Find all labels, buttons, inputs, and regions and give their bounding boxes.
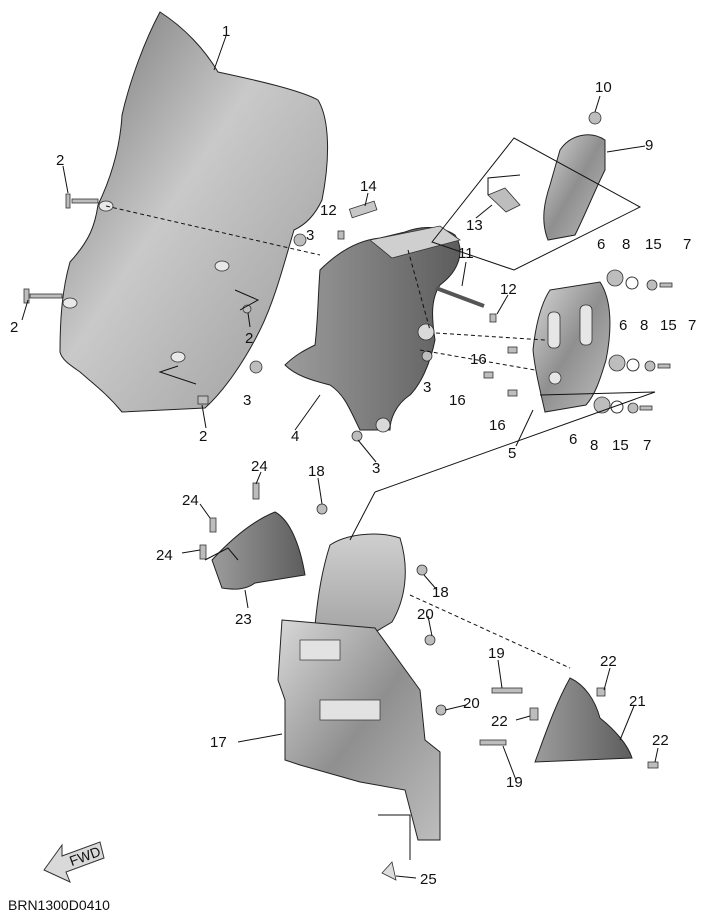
bracket-part-23 bbox=[211, 511, 306, 590]
callout-6: 6 bbox=[597, 236, 605, 253]
callout-16: 16 bbox=[489, 417, 506, 434]
callout-21: 21 bbox=[629, 693, 646, 710]
callout-8: 8 bbox=[590, 437, 598, 454]
callout-23: 23 bbox=[235, 611, 252, 628]
callout-13: 13 bbox=[466, 217, 483, 234]
callout-2: 2 bbox=[56, 152, 64, 169]
callout-17: 17 bbox=[210, 734, 227, 751]
stay-part-17 bbox=[277, 619, 441, 841]
callout-4: 4 bbox=[291, 428, 299, 445]
callout-3: 3 bbox=[243, 392, 251, 409]
callout-6: 6 bbox=[619, 317, 627, 334]
callout-8: 8 bbox=[622, 236, 630, 253]
plate-part-5 bbox=[532, 281, 611, 413]
grommet-3-upper bbox=[293, 233, 307, 247]
grommet-3-bottom bbox=[351, 430, 363, 442]
callout-9: 9 bbox=[645, 137, 653, 154]
callout-19: 19 bbox=[506, 774, 523, 791]
shaft-part-11 bbox=[435, 286, 485, 308]
callout-6: 6 bbox=[569, 431, 577, 448]
callout-15: 15 bbox=[660, 317, 677, 334]
screw-2-left bbox=[23, 288, 63, 304]
callout-18: 18 bbox=[308, 463, 325, 480]
washer-set-row-3 bbox=[593, 396, 653, 414]
collar-part-14 bbox=[348, 200, 378, 219]
callout-24: 24 bbox=[251, 458, 268, 475]
washer-set-row-1 bbox=[606, 269, 673, 291]
clip-part-12-right bbox=[489, 313, 497, 323]
callout-20: 20 bbox=[417, 606, 434, 623]
clip-part-25 bbox=[381, 861, 397, 881]
callout-16: 16 bbox=[449, 392, 466, 409]
callout-19: 19 bbox=[488, 645, 505, 662]
callout-15: 15 bbox=[645, 236, 662, 253]
callout-7: 7 bbox=[688, 317, 696, 334]
bracket-part-21 bbox=[529, 677, 659, 769]
screw-2-upper-left bbox=[65, 193, 99, 209]
callout-labels: 1 2 2 2 2 3 3 3 3 4 5 6 6 6 7 7 7 8 8 8 … bbox=[10, 23, 696, 888]
callout-7: 7 bbox=[643, 437, 651, 454]
callout-1: 1 bbox=[222, 23, 230, 40]
screw-2-bottom bbox=[197, 395, 209, 405]
grommet-3-right bbox=[421, 350, 433, 362]
callout-24: 24 bbox=[182, 492, 199, 509]
diagram-code: BRN1300D0410 bbox=[8, 897, 110, 913]
clip-part-12-upper bbox=[337, 230, 345, 240]
inner-cover-part-4 bbox=[284, 225, 461, 433]
callout-16: 16 bbox=[470, 351, 487, 368]
link-part-13 bbox=[487, 187, 521, 213]
meter-bracket-part-18 bbox=[314, 503, 428, 641]
callout-22: 22 bbox=[652, 732, 669, 749]
callout-2: 2 bbox=[245, 330, 253, 347]
callout-25: 25 bbox=[420, 871, 437, 888]
callout-12: 12 bbox=[320, 202, 337, 219]
callout-14: 14 bbox=[360, 178, 377, 195]
fwd-arrow-icon: FWD bbox=[43, 841, 105, 883]
screws-part-24 bbox=[199, 482, 260, 560]
callout-5: 5 bbox=[508, 445, 516, 462]
callout-3: 3 bbox=[372, 460, 380, 477]
washer-set-row-2 bbox=[608, 354, 671, 372]
callout-22: 22 bbox=[600, 653, 617, 670]
callout-12: 12 bbox=[500, 281, 517, 298]
leader-lines bbox=[21, 35, 659, 879]
callout-3: 3 bbox=[306, 227, 314, 244]
bracket-part-9 bbox=[543, 111, 606, 241]
callout-11: 11 bbox=[458, 245, 474, 262]
callout-24: 24 bbox=[156, 547, 173, 564]
callout-7: 7 bbox=[683, 236, 691, 253]
callout-22: 22 bbox=[491, 713, 508, 730]
callout-15: 15 bbox=[612, 437, 629, 454]
windscreen-part-1 bbox=[59, 11, 329, 413]
bolts-part-16 bbox=[483, 346, 518, 397]
callout-2: 2 bbox=[199, 428, 207, 445]
bolts-part-19-20 bbox=[424, 634, 523, 746]
callout-20: 20 bbox=[463, 695, 480, 712]
callout-8: 8 bbox=[640, 317, 648, 334]
callout-3: 3 bbox=[423, 379, 431, 396]
callout-2: 2 bbox=[10, 319, 18, 336]
grommet-3-left bbox=[249, 360, 263, 374]
callout-10: 10 bbox=[595, 79, 612, 96]
callout-18: 18 bbox=[432, 584, 449, 601]
